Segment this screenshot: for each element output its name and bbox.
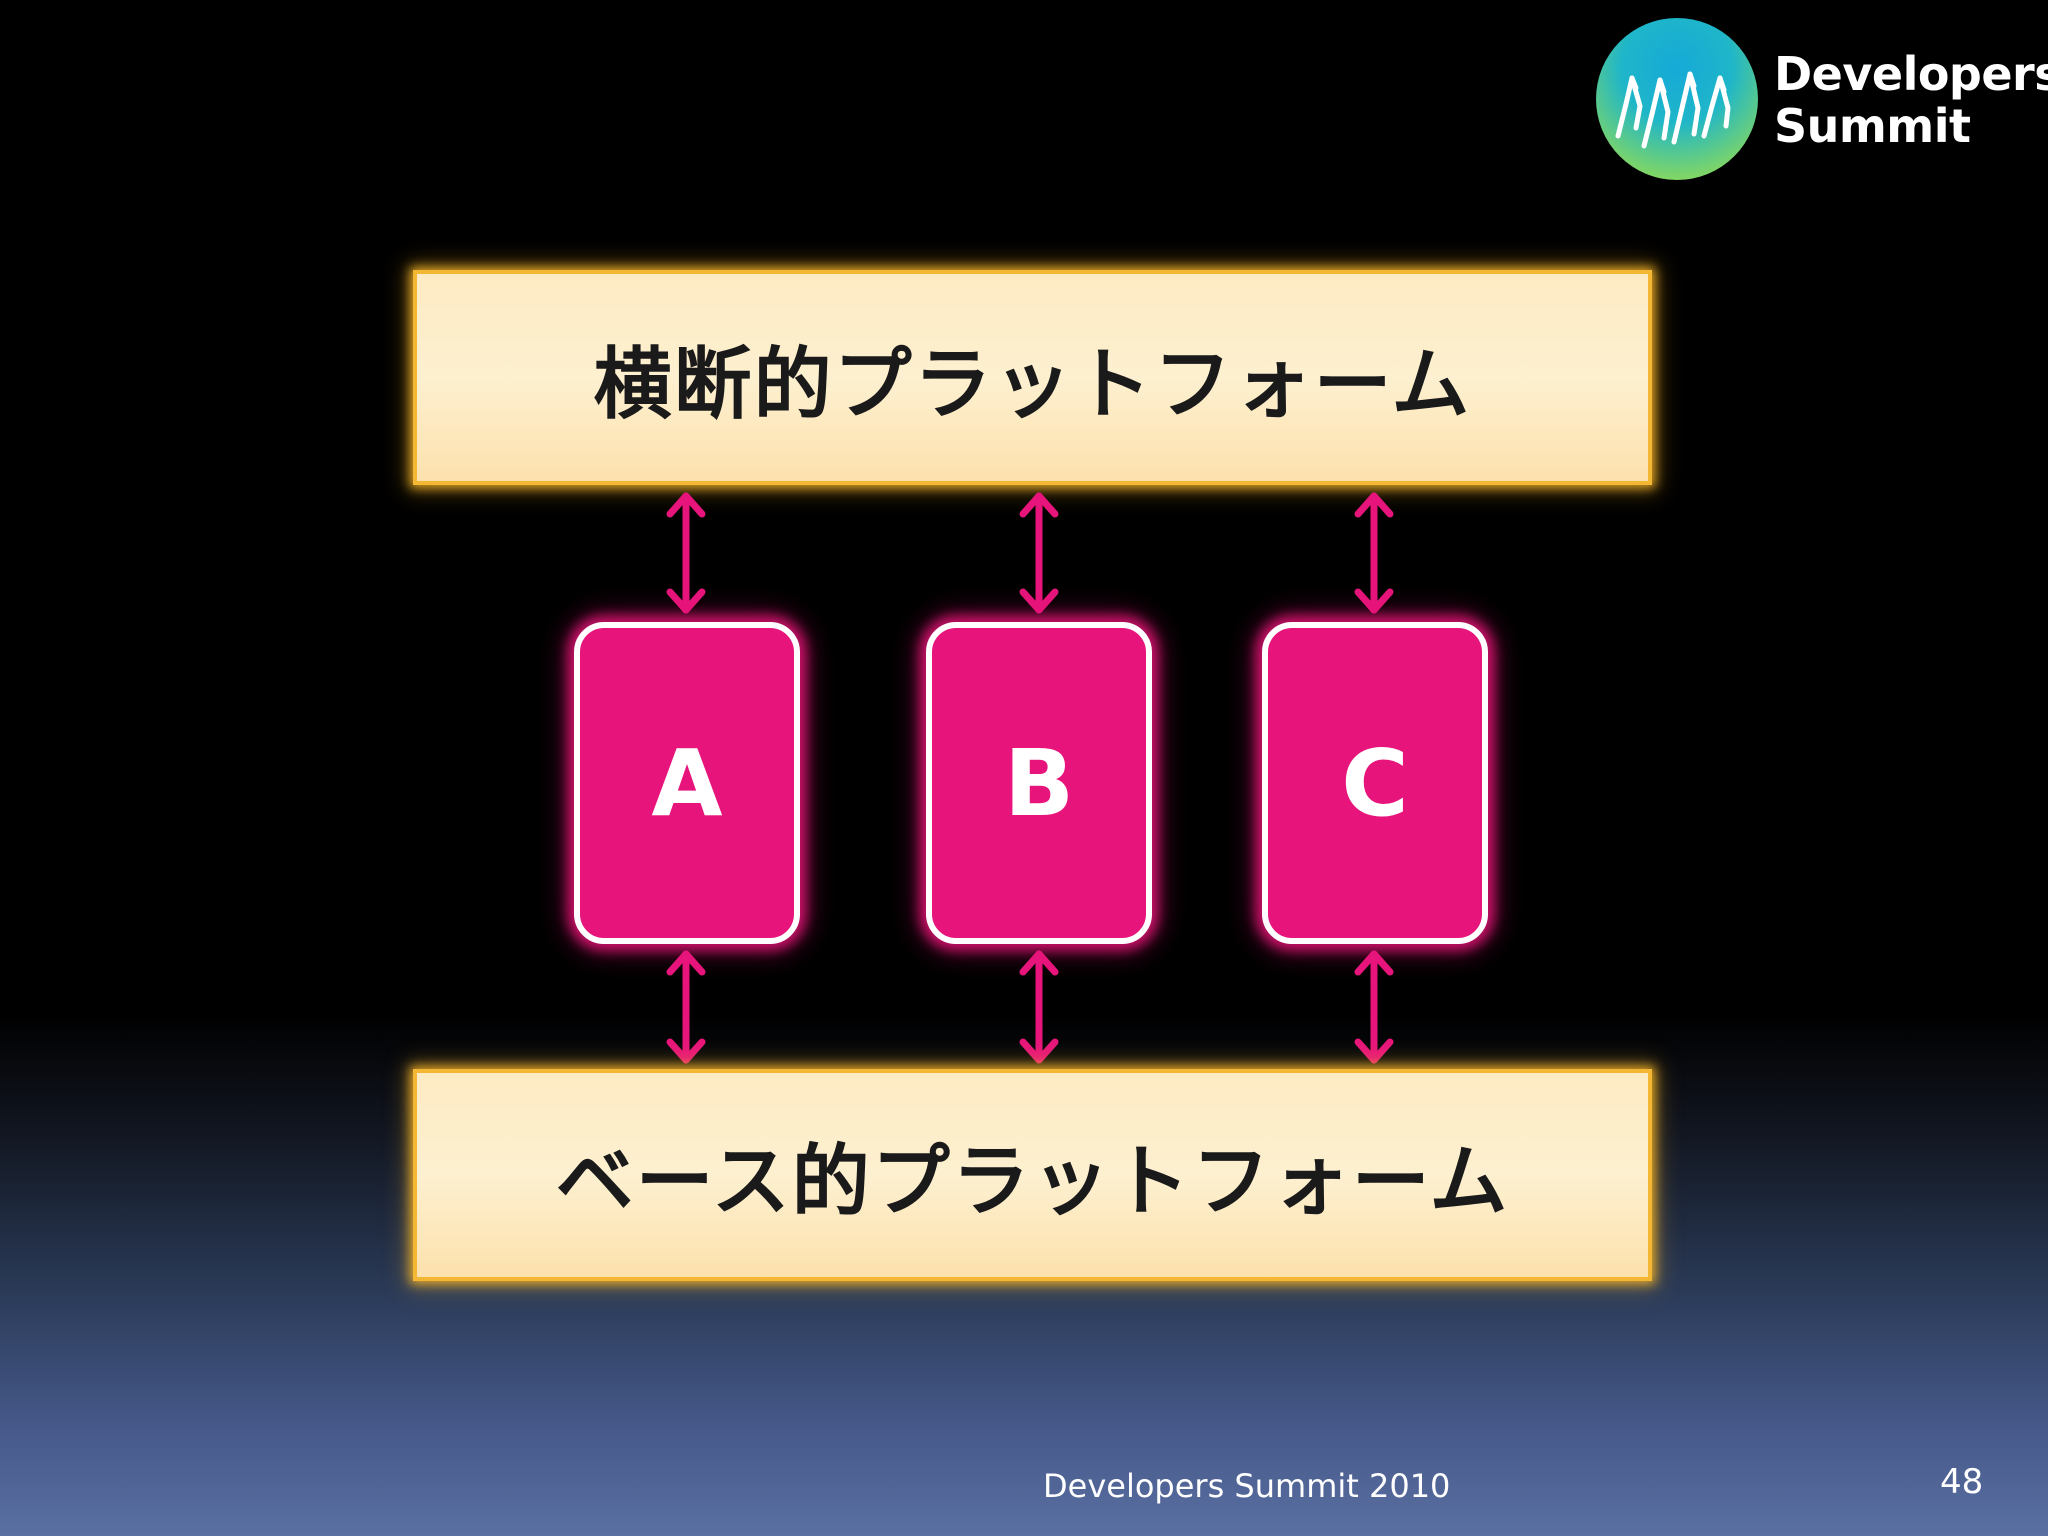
component-c-label: C [1341,729,1409,837]
component-b-label: B [1003,729,1075,837]
arrow-b-lower [1019,950,1059,1064]
arrow-c-lower [1354,950,1394,1064]
logo-mountain-icon [1596,18,1758,180]
logo-wordmark: Developers Summit [1774,48,2048,152]
arrow-c-upper [1354,492,1394,614]
component-a-label: A [651,729,723,837]
component-a-box: A [574,622,800,944]
cross-cutting-platform-label: 横断的プラットフォーム [593,339,1472,430]
logo-line-summit: Summit [1774,99,1971,153]
base-platform-box: ベース的プラットフォーム [413,1069,1652,1281]
page-number: 48 [1940,1462,1984,1502]
arrow-b-upper [1019,492,1059,614]
cross-cutting-platform-box: 横断的プラットフォーム [413,270,1652,485]
arrow-a-lower [666,950,706,1064]
footer-title: Developers Summit 2010 [1043,1467,1451,1505]
arrow-a-upper [666,492,706,614]
component-b-box: B [926,622,1152,944]
base-platform-label: ベース的プラットフォーム [555,1137,1510,1227]
developers-summit-logo: Developers Summit [1596,18,2048,180]
logo-line-developers: Developers [1774,47,2048,101]
component-c-box: C [1262,622,1488,944]
